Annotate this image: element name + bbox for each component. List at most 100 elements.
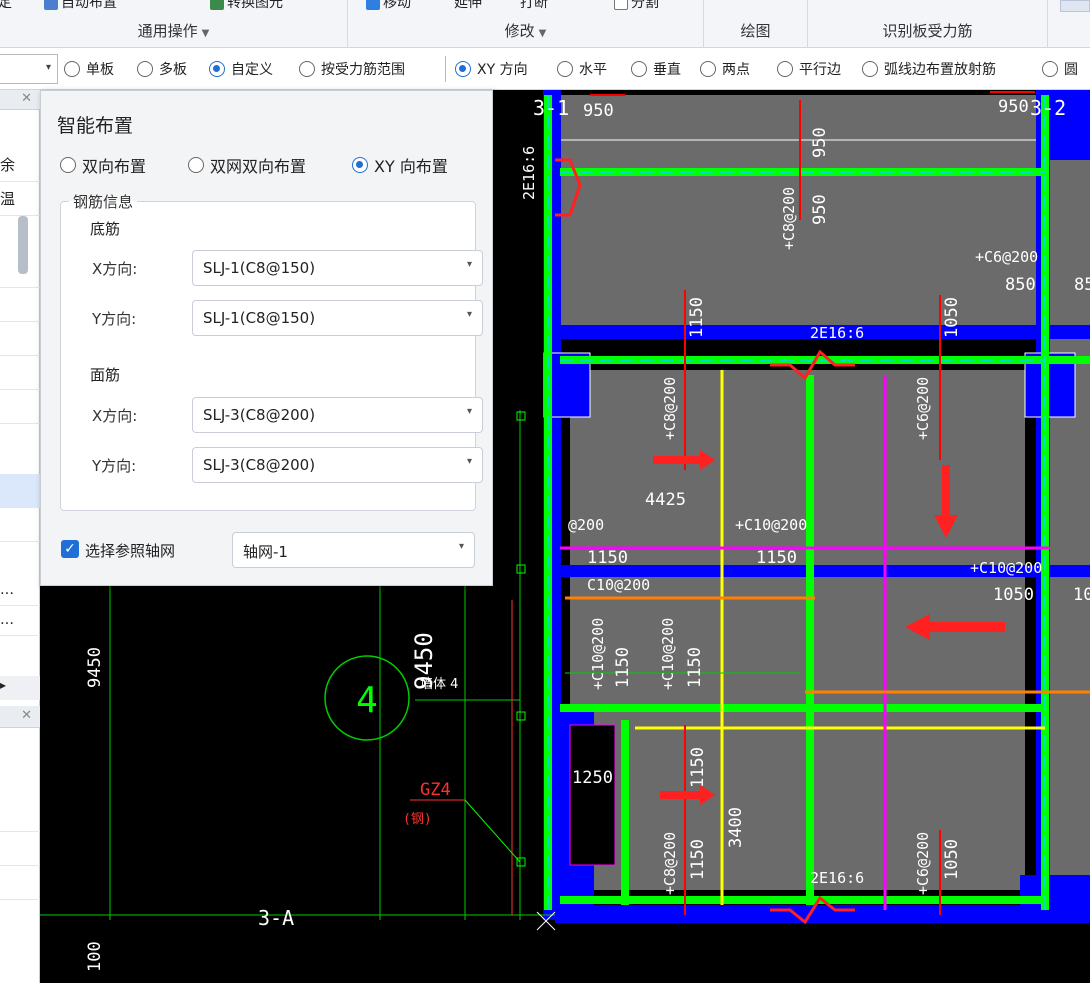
auto-arrange-button[interactable]: 自动布置 bbox=[44, 0, 117, 12]
radio-icon bbox=[188, 157, 204, 173]
slab-region bbox=[1050, 95, 1090, 895]
steel-texts: 2E16:6 2E16:6 2E16:6 bbox=[520, 146, 864, 887]
convert-element-icon bbox=[210, 0, 224, 10]
axis-label-3-1: 3-1 bbox=[533, 96, 569, 120]
bottom-y-select[interactable]: SLJ-1(C8@150)▾ bbox=[192, 300, 483, 336]
side-panel-item[interactable]: … bbox=[0, 606, 40, 636]
rebar-info-title: 钢筋信息 bbox=[73, 193, 134, 211]
beam-middle bbox=[555, 565, 1090, 577]
dim-texts: 950 950 950 950 850 85 1150 1050 4425 11… bbox=[85, 97, 1090, 972]
rebar-label: +C6@200 bbox=[914, 832, 932, 895]
layer-dropdown[interactable]: ▾ bbox=[0, 54, 58, 84]
ref-grid-select[interactable]: 轴网-1▾ bbox=[232, 532, 475, 568]
side-panel-row[interactable] bbox=[0, 508, 40, 542]
side-panel-row[interactable] bbox=[0, 250, 40, 288]
bent-rebar bbox=[555, 158, 855, 925]
mode-bidirectional[interactable]: 双向布置 bbox=[60, 153, 146, 177]
properties-row[interactable] bbox=[0, 798, 40, 832]
axis-label-3-2: 3-2 bbox=[1030, 96, 1066, 120]
radio-icon bbox=[299, 61, 315, 77]
properties-row[interactable] bbox=[0, 832, 40, 866]
rebar-label: +C10@200 bbox=[970, 559, 1042, 577]
option-vertical[interactable]: 垂直 bbox=[631, 59, 681, 79]
axis-bubble bbox=[324, 655, 410, 741]
option-single-slab[interactable]: 单板 bbox=[64, 59, 114, 79]
bottom-y-label: Y方向: bbox=[92, 310, 137, 328]
side-panel-row[interactable] bbox=[0, 322, 40, 356]
side-panel-item[interactable]: … bbox=[0, 576, 40, 606]
dim-text: 1050 bbox=[942, 839, 962, 880]
mode-xy[interactable]: XY 向布置 bbox=[352, 153, 448, 177]
extend-button[interactable]: 延伸 bbox=[454, 0, 482, 11]
option-two-points[interactable]: 两点 bbox=[700, 59, 750, 79]
grid-lines bbox=[40, 410, 800, 920]
rebar-label: +C8@200 bbox=[780, 187, 798, 250]
radio-selected-icon bbox=[209, 61, 225, 77]
dim-text: 1150 bbox=[688, 747, 708, 788]
rebar-cyan-dash bbox=[547, 95, 1046, 910]
smart-layout-panel: 智能布置 双向布置 双网双向布置 XY 向布置 钢筋信息 底筋 X方向: SLJ… bbox=[40, 90, 493, 586]
convert-element-button[interactable]: 转换图元 bbox=[210, 0, 283, 12]
option-horizontal[interactable]: 水平 bbox=[557, 59, 607, 79]
chevron-down-icon[interactable]: ▼ bbox=[538, 28, 547, 39]
side-panel-scrollbar[interactable] bbox=[18, 216, 28, 274]
steel-label: 2E16:6 bbox=[810, 324, 864, 342]
dim-text: 1150 bbox=[587, 548, 628, 568]
side-panel-row[interactable] bbox=[0, 356, 40, 390]
radio-icon bbox=[60, 157, 76, 173]
rebar-label: +C6@200 bbox=[975, 248, 1038, 266]
option-multi-slab[interactable]: 多板 bbox=[137, 59, 187, 79]
dim-text: 1150 bbox=[756, 548, 797, 568]
side-panel-item[interactable]: 温 bbox=[0, 182, 40, 216]
axis-label-4: 4 bbox=[356, 680, 378, 721]
side-panel-expander[interactable]: ▸ bbox=[0, 676, 40, 700]
side-panel-item[interactable]: 余 bbox=[0, 148, 40, 182]
move-button[interactable]: 移动 bbox=[366, 0, 411, 12]
grip-marks bbox=[516, 411, 526, 867]
rebar-label: +C10@200 bbox=[735, 516, 807, 534]
close-icon[interactable]: ✕ bbox=[21, 91, 32, 106]
wall-opening bbox=[569, 724, 616, 866]
option-parallel-edge[interactable]: 平行边 bbox=[777, 59, 841, 79]
ref-grid-label: 选择参照轴网 bbox=[85, 542, 176, 560]
ribbon-scroll-button[interactable] bbox=[1060, 0, 1090, 12]
properties-row[interactable] bbox=[0, 866, 40, 900]
top-y-select[interactable]: SLJ-3(C8@200)▾ bbox=[192, 447, 483, 483]
dim-text: 4425 bbox=[645, 490, 686, 510]
mode-double-net[interactable]: 双网双向布置 bbox=[188, 153, 306, 177]
side-panel-row[interactable] bbox=[0, 288, 40, 322]
cad-drawing[interactable]: 4 3-1 3-2 3-A 950 950 950 950 850 85 115… bbox=[40, 90, 1090, 983]
radio-icon bbox=[777, 61, 793, 77]
side-panel-row-selected[interactable] bbox=[0, 474, 40, 508]
beam-top bbox=[555, 325, 1090, 339]
dim-text: 1150 bbox=[685, 647, 705, 688]
chevron-down-icon[interactable]: ▼ bbox=[201, 28, 210, 39]
option-custom[interactable]: 自定义 bbox=[209, 59, 273, 79]
rebar-texts: +C8@200 +C6@200 +C8@200 +C6@200 +C10@200… bbox=[568, 187, 1042, 895]
chevron-down-icon: ▾ bbox=[466, 259, 472, 270]
option-by-rebar-range[interactable]: 按受力筋范围 bbox=[299, 59, 405, 79]
top-x-select[interactable]: SLJ-3(C8@200)▾ bbox=[192, 397, 483, 433]
chevron-down-icon: ▾ bbox=[45, 62, 51, 73]
bottom-x-select[interactable]: SLJ-1(C8@150)▾ bbox=[192, 250, 483, 286]
ref-grid-checkbox[interactable]: ✓ bbox=[61, 540, 79, 558]
rebar-label: +C10@200 bbox=[589, 618, 607, 690]
option-circle[interactable]: 圆 bbox=[1042, 59, 1078, 79]
radio-icon bbox=[557, 61, 573, 77]
break-button[interactable]: 打断 bbox=[520, 0, 548, 11]
side-panel-row[interactable] bbox=[0, 390, 40, 424]
option-arc-radial[interactable]: 弧线边布置放射筋 bbox=[862, 59, 996, 79]
rebar-label: +C10@200 bbox=[659, 618, 677, 690]
close-icon[interactable]: ✕ bbox=[21, 708, 32, 723]
chevron-down-icon: ▾ bbox=[466, 406, 472, 417]
dim-text: 85 bbox=[1074, 275, 1090, 295]
dim-text: 950 bbox=[998, 97, 1029, 117]
ribbon-group-modify: 修改▼ bbox=[348, 0, 704, 48]
top-x-label: X方向: bbox=[92, 407, 138, 425]
ribbon-tool-cut-off[interactable]: 定 bbox=[0, 0, 12, 12]
split-button[interactable]: 分割 bbox=[614, 0, 659, 12]
ribbon-group-draw-label: 绘图 bbox=[740, 22, 771, 40]
option-xy-direction[interactable]: XY 方向 bbox=[455, 59, 528, 79]
ribbon-group-draw: 绘图 bbox=[704, 0, 808, 48]
dim-text: 950 bbox=[810, 194, 830, 225]
